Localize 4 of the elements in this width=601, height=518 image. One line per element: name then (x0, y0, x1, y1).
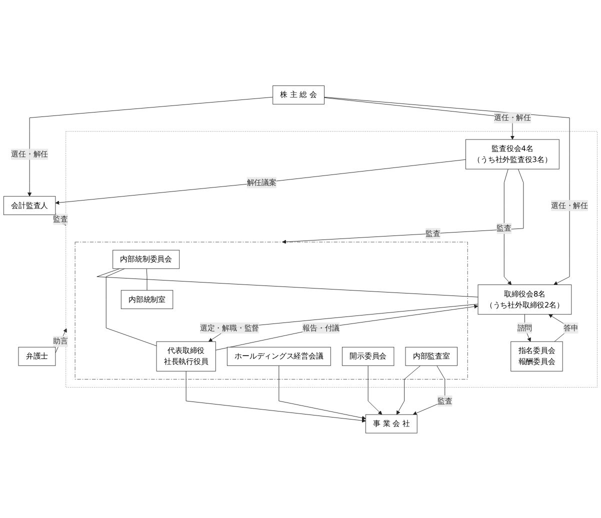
connector (106, 268, 157, 346)
cluster (74, 241, 468, 380)
connector (96, 268, 478, 297)
connector (146, 268, 148, 290)
